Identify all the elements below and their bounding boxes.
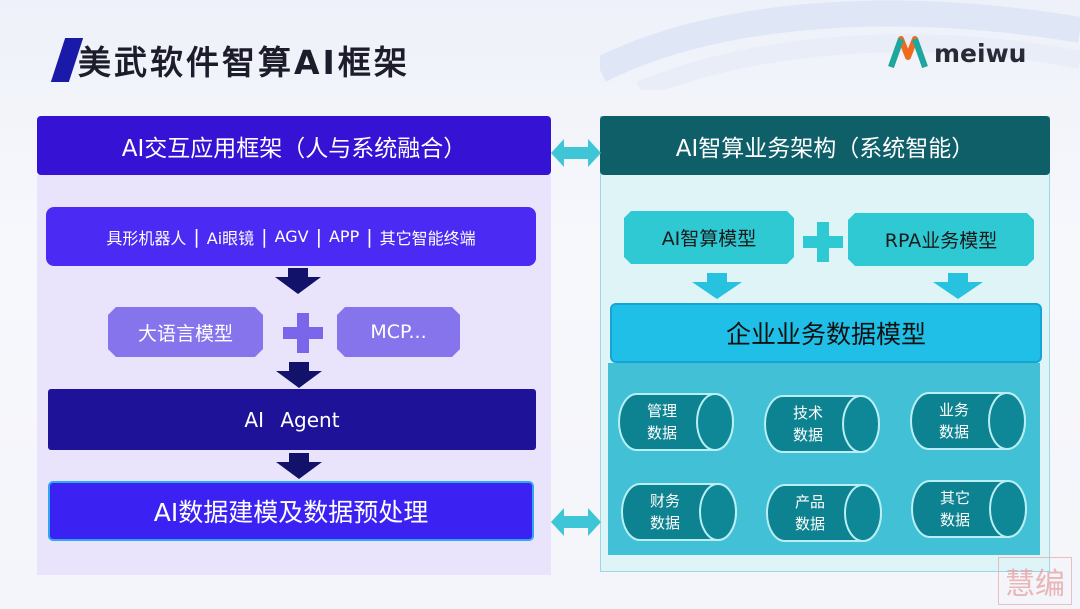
down-arrow-icon [276, 362, 322, 388]
right-panel-header: AI智算业务架构（系统智能） [600, 116, 1050, 175]
data-store-label: 数据 [938, 423, 969, 441]
terminal-item: AGV [274, 227, 309, 246]
database-cylinder-icon [910, 392, 1026, 450]
data-store-cylinder: 产品数据 [765, 483, 883, 543]
down-arrow-icon [275, 268, 321, 294]
meiwu-logo-icon [888, 36, 928, 69]
database-cylinder-icon [618, 393, 734, 451]
terminal-devices-box: 具形机器人 | Ai眼镜 | AGV | APP | 其它智能终端 [46, 207, 536, 266]
down-arrow-icon [692, 273, 742, 299]
watermark-stamp: 慧编 [998, 557, 1072, 605]
data-preprocessing-box: AI数据建模及数据预处理 [48, 481, 534, 541]
data-store-label: 数据 [939, 511, 970, 529]
enterprise-data-model-box: 企业业务数据模型 [610, 303, 1042, 363]
terminal-separator: | [366, 225, 373, 248]
llm-box: 大语言模型 [108, 307, 263, 357]
terminal-item: APP [328, 227, 360, 246]
data-store-label: 财务 [649, 492, 680, 510]
data-store-label: 数据 [649, 514, 680, 532]
logo-text: meiwu [934, 38, 1027, 68]
data-store-label: 管理 [646, 402, 677, 420]
terminal-separator: | [193, 225, 200, 248]
left-panel-header: AI交互应用框架（人与系统融合） [37, 116, 551, 175]
double-arrow-icon [551, 139, 601, 167]
ai-compute-model-box: AI智算模型 [624, 211, 794, 264]
terminal-item: 其它智能终端 [379, 228, 476, 248]
data-store-cylinder: 管理数据 [617, 392, 735, 452]
data-store-label: 数据 [792, 426, 823, 444]
data-store-label: 技术 [792, 404, 823, 422]
terminal-item: 具形机器人 [106, 228, 187, 248]
down-arrow-icon [933, 273, 983, 299]
data-store-label: 产品 [794, 493, 825, 511]
plus-icon [283, 313, 323, 353]
data-store-label: 其它 [939, 489, 970, 507]
data-store-label: 数据 [646, 424, 677, 442]
rpa-model-box: RPA业务模型 [848, 213, 1034, 266]
company-logo: meiwu [888, 32, 1038, 74]
down-arrow-icon [276, 453, 322, 479]
data-store-label: 业务 [938, 401, 969, 419]
terminal-separator: | [315, 225, 322, 248]
data-store-label: 数据 [794, 515, 825, 533]
database-cylinder-icon [911, 480, 1027, 538]
database-cylinder-icon [766, 484, 882, 542]
data-store-cylinder: 财务数据 [620, 482, 738, 542]
terminal-item: Ai眼镜 [206, 228, 255, 248]
database-cylinder-icon [621, 483, 737, 541]
mcp-box: MCP... [337, 307, 460, 357]
data-store-cylinder: 技术数据 [763, 394, 881, 454]
plus-icon [803, 222, 843, 262]
ai-agent-box: AI Agent [48, 389, 536, 450]
double-arrow-icon [551, 508, 601, 536]
database-cylinder-icon [764, 395, 880, 453]
terminal-separator: | [261, 225, 268, 248]
page-title: 美武软件智算AI框架 [78, 43, 410, 82]
data-store-cylinder: 业务数据 [909, 391, 1027, 451]
data-store-cylinder: 其它数据 [910, 479, 1028, 539]
